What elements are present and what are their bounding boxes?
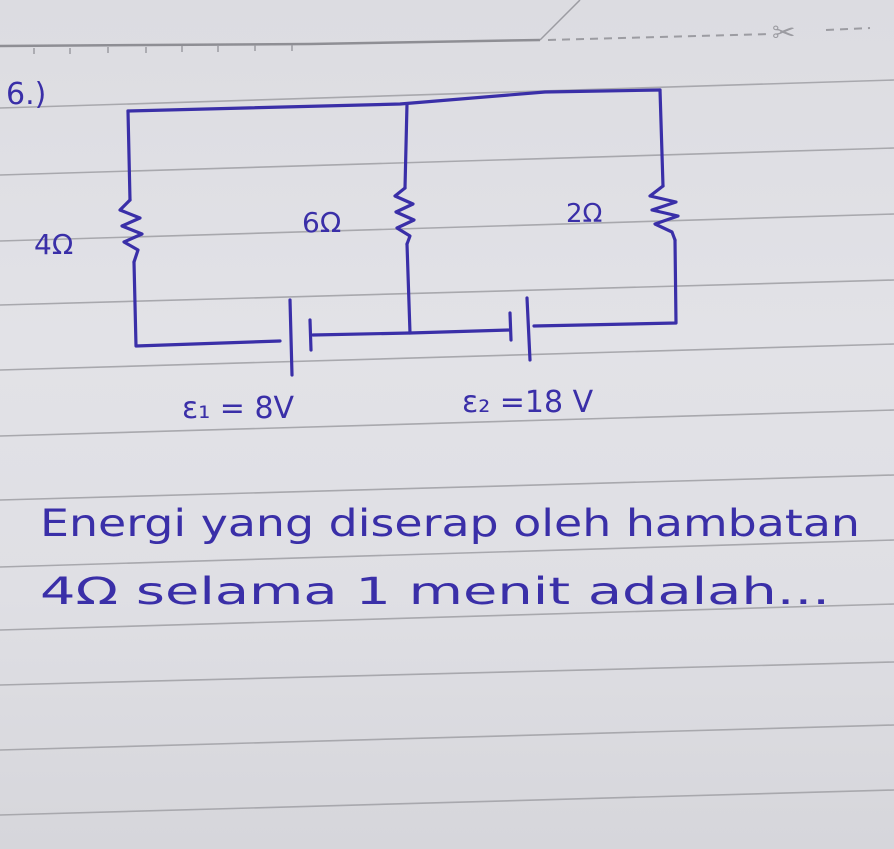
- battery-label-e2: ε₂ =18 V: [462, 385, 594, 420]
- resistor-4-ohm: [118, 198, 144, 264]
- scissors-icon: ✂: [772, 16, 795, 49]
- right-wire-top: [658, 88, 665, 188]
- left-wire-lower: [132, 260, 282, 348]
- resistor-6-ohm: [393, 186, 416, 246]
- battery-e2-short-plate: [508, 311, 513, 342]
- top-wire: [126, 88, 662, 113]
- battery-e1-short-plate: [308, 318, 313, 352]
- resistor-label-6-ohm: 6Ω: [302, 206, 341, 239]
- middle-wire-lower: [405, 242, 412, 335]
- left-wire: [126, 109, 132, 202]
- question-line-2: 4Ω selama 1 menit adalah...: [40, 570, 830, 613]
- middle-wire-top: [403, 102, 409, 190]
- resistor-label-4-ohm: 4Ω: [34, 228, 73, 261]
- circuit-diagram: [118, 88, 680, 377]
- battery-e1-long-plate: [288, 298, 294, 377]
- top-cut-area: ✂: [0, 0, 871, 54]
- right-bottom-wire: [532, 238, 678, 328]
- problem-number: 6.): [6, 77, 46, 112]
- resistor-label-2-ohm: 2Ω: [566, 199, 602, 229]
- battery-label-e1: ε₁ = 8V: [182, 391, 295, 426]
- question-line-1: Energi yang diserap oleh hambatan: [40, 502, 860, 545]
- battery-e2-long-plate: [525, 296, 532, 362]
- resistor-2-ohm: [648, 184, 680, 242]
- ruled-lines: [0, 79, 894, 816]
